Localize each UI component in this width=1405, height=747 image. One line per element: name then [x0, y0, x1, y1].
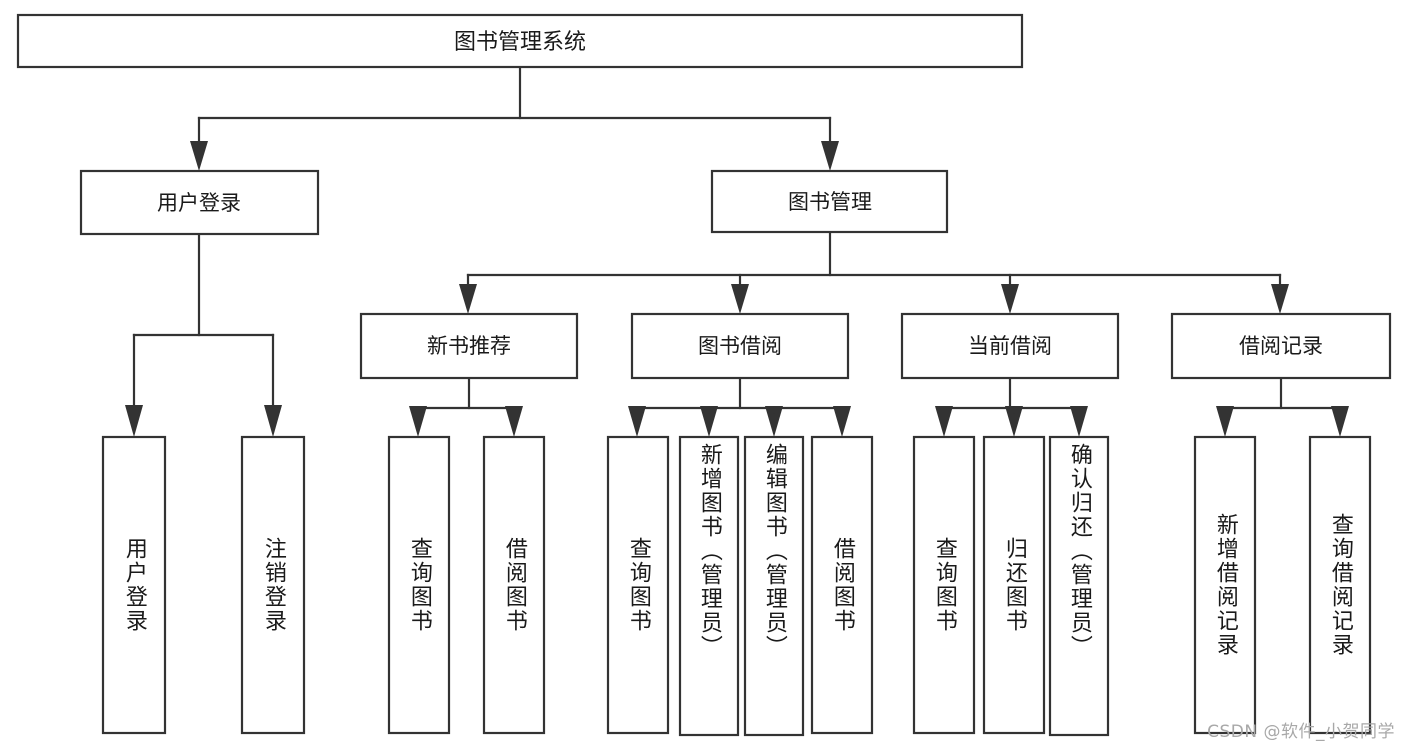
node-root[interactable]: 图书管理系统: [16, 13, 1024, 69]
node-root-label: 图书管理系统: [454, 30, 586, 55]
arrow-head-user-login-leaf: [125, 405, 143, 437]
arrow-head-recommend-query-book: [409, 406, 427, 437]
connector-group-borrow-records: [1216, 376, 1349, 437]
node-borrow-query-book-box[interactable]: [606, 435, 670, 735]
arrow-head-borrow-records: [1271, 284, 1289, 314]
node-user-login[interactable]: 用户登录: [79, 169, 320, 236]
connector-group-recommend: [409, 376, 523, 437]
node-borrow-borrow-book-box[interactable]: [810, 435, 874, 735]
arrow-head-borrow-edit-book: [765, 406, 783, 437]
arrow-head-current-query-book: [935, 406, 953, 437]
node-current-confirm-return-box[interactable]: [1048, 435, 1110, 737]
connector-group-root: [190, 65, 839, 171]
node-user-login-box[interactable]: [79, 169, 320, 236]
node-record-add-box[interactable]: [1193, 435, 1257, 735]
arrow-head-borrow-borrow-book: [833, 406, 851, 437]
node-current-borrow[interactable]: 当前借阅: [900, 312, 1120, 380]
node-book-management-label: 图书管理: [788, 190, 872, 214]
node-root-box[interactable]: [16, 13, 1024, 69]
arrow-head-user-login: [190, 141, 208, 171]
connector-group-book-management: [459, 230, 1289, 314]
arrow-head-new-book-recommend: [459, 284, 477, 314]
node-record-query-box[interactable]: [1308, 435, 1372, 735]
watermark-text: CSDN @软件_小贺同学: [1207, 722, 1395, 742]
arrow-head-record-add: [1216, 406, 1234, 437]
node-borrow-edit-book-box[interactable]: [743, 435, 805, 737]
connector-group-current-borrow: [935, 376, 1088, 437]
node-current-return-book-box[interactable]: [982, 435, 1046, 735]
arrow-head-current-confirm-return: [1070, 406, 1088, 437]
arrow-head-borrow-add-book: [700, 406, 718, 437]
connector-group-book-borrow: [628, 376, 851, 437]
connector-group-user-login: [125, 232, 282, 437]
node-book-borrow-box[interactable]: [630, 312, 850, 380]
node-borrow-records-box[interactable]: [1170, 312, 1392, 380]
node-current-borrow-label: 当前借阅: [968, 334, 1052, 358]
arrow-head-record-query: [1331, 406, 1349, 437]
node-borrow-records[interactable]: 借阅记录: [1170, 312, 1392, 380]
node-borrow-add-book-box[interactable]: [678, 435, 740, 737]
node-new-book-recommend-box[interactable]: [359, 312, 579, 380]
node-new-book-recommend[interactable]: 新书推荐: [359, 312, 579, 380]
node-borrow-records-label: 借阅记录: [1239, 334, 1323, 358]
arrow-head-book-borrow: [731, 284, 749, 314]
node-user-login-leaf-box[interactable]: [101, 435, 167, 735]
node-book-management[interactable]: 图书管理: [710, 169, 949, 234]
node-book-management-box[interactable]: [710, 169, 949, 234]
arrow-head-current-return-book: [1005, 406, 1023, 437]
node-current-query-book-box[interactable]: [912, 435, 976, 735]
node-current-borrow-box[interactable]: [900, 312, 1120, 380]
node-recommend-borrow-book-box[interactable]: [482, 435, 546, 735]
arrow-head-user-logout-leaf: [264, 405, 282, 437]
node-recommend-query-book-box[interactable]: [387, 435, 451, 735]
arrow-head-book-management: [821, 141, 839, 171]
node-book-borrow[interactable]: 图书借阅: [630, 312, 850, 380]
arrow-head-current-borrow: [1001, 284, 1019, 314]
node-book-borrow-label: 图书借阅: [698, 334, 782, 358]
arrow-head-recommend-borrow-book: [505, 406, 523, 437]
arrow-head-borrow-query-book: [628, 406, 646, 437]
node-user-logout-leaf-box[interactable]: [240, 435, 306, 735]
node-user-login-label: 用户登录: [157, 191, 241, 215]
node-new-book-recommend-label: 新书推荐: [427, 334, 511, 358]
